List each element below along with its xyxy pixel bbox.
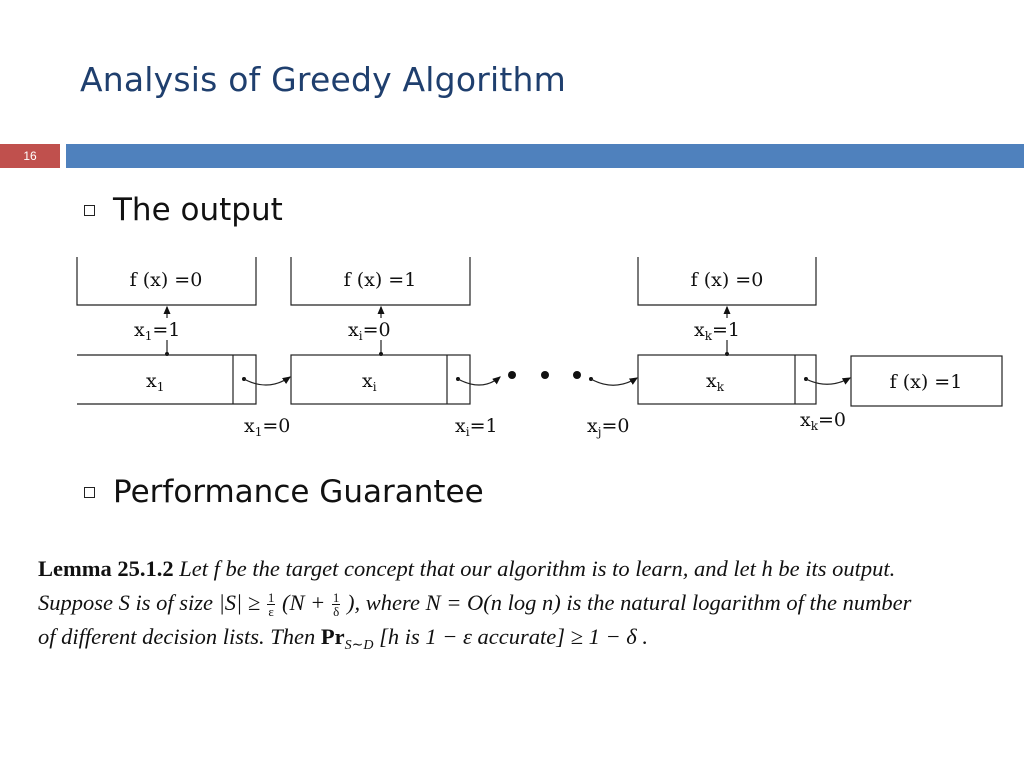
up-label-3: xk=1 (694, 319, 740, 343)
lemma-text: Let f be the target concept that our alg… (179, 556, 896, 581)
bottom-label-i: xi=1 (455, 415, 498, 439)
bullet-text: The output (113, 192, 283, 228)
node-k (637, 354, 817, 405)
header-bar (66, 144, 1024, 168)
node-1 (77, 354, 257, 405)
bullet-output: The output (84, 192, 283, 228)
lemma-block: Lemma 25.1.2 Let f be the target concept… (38, 552, 1008, 663)
bottom-label-j: xj=0 (587, 415, 629, 439)
bullet-performance: Performance Guarantee (84, 474, 484, 510)
ellipsis-dot (541, 371, 549, 379)
top-box-3-label: f (x) =0 (691, 269, 764, 291)
final-box-label: f (x) =1 (890, 371, 963, 393)
node-k-label: xk (706, 370, 725, 394)
next-arrow-k (805, 377, 852, 385)
lemma-head: Lemma 25.1.2 (38, 556, 174, 581)
top-box-2-label: f (x) =1 (344, 269, 417, 291)
slide-number-badge: 16 (0, 144, 60, 168)
next-arrow-j (590, 377, 639, 386)
bullet-square-icon (84, 486, 95, 498)
up-label-1: x1=1 (134, 319, 180, 343)
bottom-label-k: xk=0 (800, 409, 846, 433)
node-i (290, 354, 471, 405)
bottom-label-1: x1=0 (244, 415, 290, 439)
decision-list-diagram: f (x) =0 f (x) =1 f (x) =0 x1=1 xi=0 xk=… (76, 257, 1003, 439)
top-box-3 (637, 257, 817, 306)
top-box-2 (290, 257, 471, 306)
top-box-1-label: f (x) =0 (130, 269, 203, 291)
node-1-label: x1 (146, 370, 164, 394)
bullet-text: Performance Guarantee (113, 474, 484, 510)
ellipsis-dot (508, 371, 516, 379)
node-i-label: xi (362, 370, 377, 394)
bullet-square-icon (84, 204, 95, 216)
lemma-line-1: Lemma 25.1.2 Let f be the target concept… (38, 552, 1008, 586)
ellipsis-dot (573, 371, 581, 379)
top-box-1 (76, 257, 257, 306)
slide-title: Analysis of Greedy Algorithm (80, 60, 566, 99)
next-arrow-1 (243, 376, 291, 386)
up-label-2: xi=0 (348, 319, 391, 343)
lemma-line-3: of different decision lists. Then PrS∼D … (38, 624, 649, 653)
next-arrow-i (457, 376, 501, 386)
